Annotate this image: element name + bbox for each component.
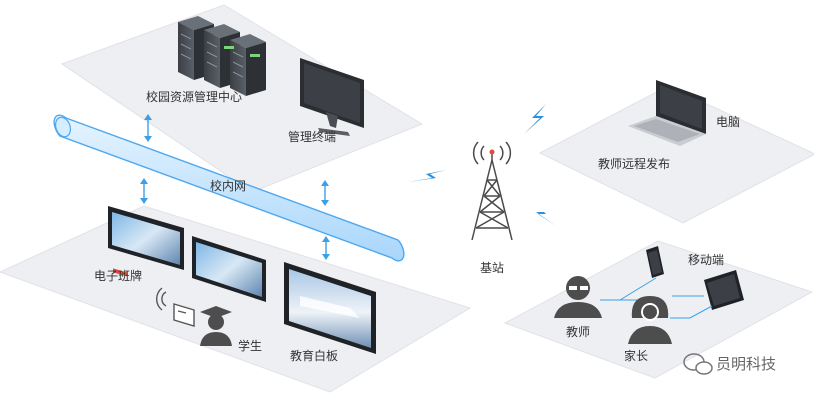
parent-icon — [628, 296, 672, 344]
wechat-logo-icon — [683, 353, 713, 375]
wireless-signal-icon — [534, 202, 556, 226]
student-label: 学生 — [238, 338, 262, 353]
computer-platform — [538, 85, 814, 224]
arrow-net-to-whiteboard — [322, 236, 330, 260]
wireless-signal-icon — [524, 104, 546, 134]
base-station-label: 基站 — [480, 261, 504, 275]
tablet-icon — [704, 270, 744, 310]
phone-icon — [646, 246, 664, 278]
tower-light — [489, 149, 495, 155]
tower-icon — [471, 141, 513, 241]
mgmt-terminal-label: 管理终端 — [288, 129, 336, 144]
nfc-card-icon — [156, 287, 195, 327]
bottom-platform — [0, 205, 472, 393]
student-icon — [200, 306, 232, 346]
monitor-icon — [300, 58, 364, 136]
resource-center-label: 校园资源管理中心 — [146, 89, 242, 104]
class-card-screen-2 — [192, 236, 266, 302]
arrow-net-to-card — [140, 178, 148, 204]
teacher-label: 教师 — [566, 324, 590, 339]
campus-net-label: 校内网 — [210, 178, 246, 193]
class-card-label: 电子班牌 — [94, 269, 142, 283]
class-card-screen-1 — [108, 206, 184, 277]
arrow-server-to-net — [144, 114, 152, 142]
teacher-remote-label: 教师远程发布 — [598, 156, 670, 171]
mobile-label: 移动端 — [688, 253, 724, 267]
wireless-signal-icon — [408, 170, 446, 182]
whiteboard-screen — [284, 262, 376, 354]
campus-network-tube — [53, 114, 405, 262]
brand-name: 员明科技 — [716, 355, 776, 373]
arrow-terminal-to-net — [321, 180, 329, 206]
whiteboard-label: 教育白板 — [290, 348, 338, 363]
laptop-icon — [628, 80, 706, 146]
computer-label: 电脑 — [716, 115, 740, 129]
teacher-icon — [554, 276, 602, 318]
server-rack-icon — [178, 16, 266, 96]
parent-label: 家长 — [624, 348, 648, 363]
top-platform — [60, 4, 424, 193]
